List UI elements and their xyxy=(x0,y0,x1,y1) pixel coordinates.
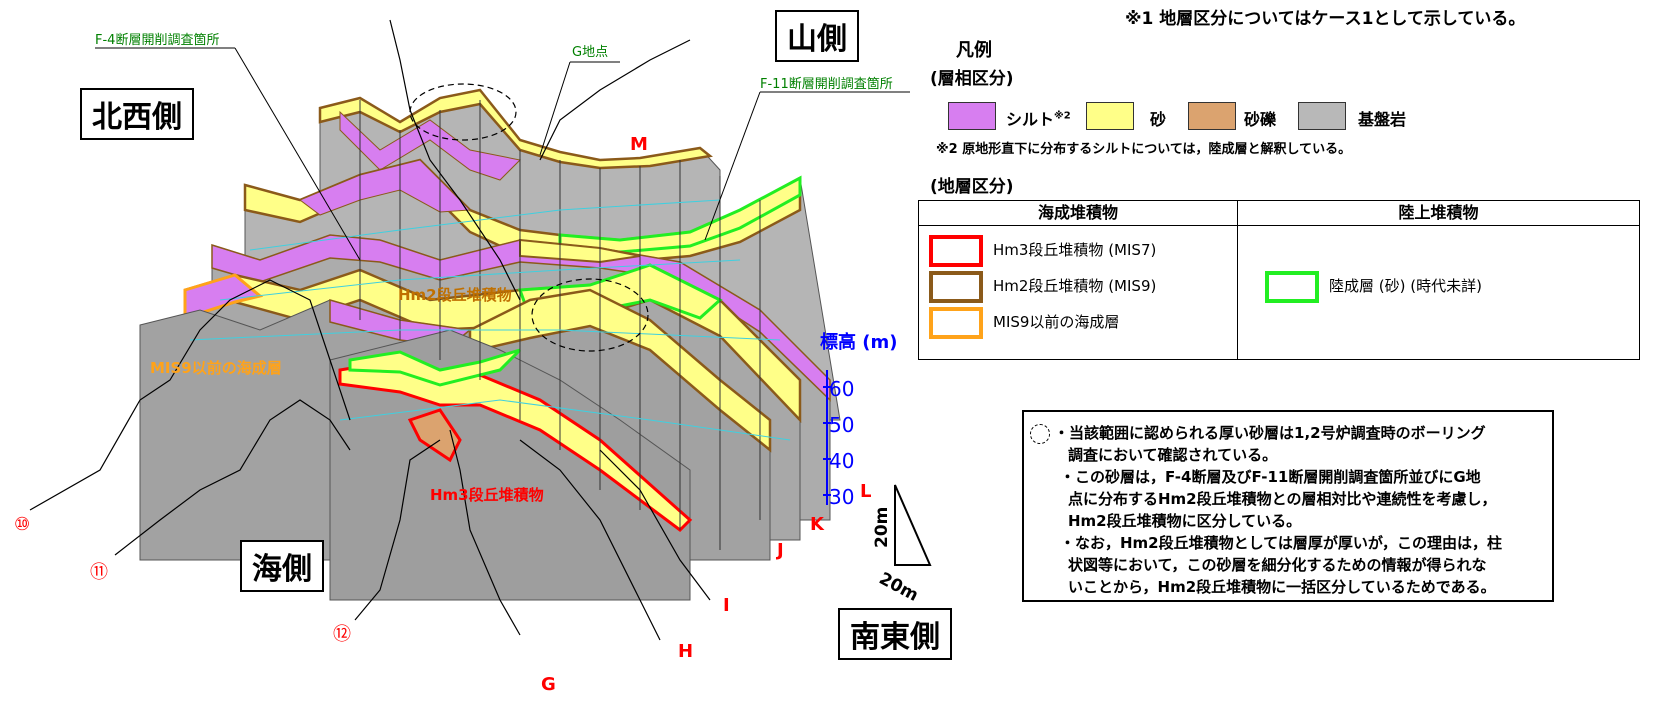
strat-table: 海成堆積物 陸上堆積物 Hm3段丘堆積物 (MIS7) Hm2段丘堆積物 (MI… xyxy=(918,200,1640,360)
note-line: Hm2段丘堆積物に区分している。 xyxy=(1068,512,1302,530)
direction-sea: 海側 xyxy=(240,540,324,592)
swatch-hm3 xyxy=(929,235,983,267)
elevation-tick-30: 30 xyxy=(829,485,854,509)
elevation-tick-40: 40 xyxy=(829,449,854,473)
direction-mountain: 山側 xyxy=(775,10,859,62)
section-label-m: M xyxy=(630,134,648,155)
direction-northwest: 北西側 xyxy=(80,88,194,140)
dashed-circle-icon xyxy=(1030,424,1050,444)
fence-posts xyxy=(359,100,761,550)
scale-triangle xyxy=(894,484,932,566)
callout-leaders xyxy=(95,47,910,261)
table-header-land: 陸上堆積物 xyxy=(1238,201,1639,226)
swatch-silt xyxy=(948,102,996,130)
note-line: ・この砂層は，F-4断層及びF-11断層開削調査箇所並びにG地 xyxy=(1060,468,1481,486)
swatch-hm2 xyxy=(929,271,983,303)
elevation-title: 標高 (m) xyxy=(820,331,897,353)
thick-sand-ellipse-south xyxy=(531,278,649,352)
label-hm2: Hm2段丘堆積物 xyxy=(398,286,512,304)
swatch-mis9 xyxy=(929,307,983,339)
legend-terrestrial: 陸成層 (砂) (時代未詳) xyxy=(1329,277,1482,295)
elevation-guides xyxy=(189,199,791,441)
legend-strat-title: (地層区分) xyxy=(930,177,1014,197)
legend-gravel: 砂礫 xyxy=(1244,110,1277,129)
swatch-terrestrial xyxy=(1265,271,1319,303)
legend-mis9: MIS9以前の海成層 xyxy=(993,313,1120,331)
section-label-h: H xyxy=(678,641,693,662)
swatch-bedrock xyxy=(1298,102,1346,130)
note-line: 調査において確認されている。 xyxy=(1068,446,1278,464)
table-header-marine: 海成堆積物 xyxy=(919,201,1237,226)
note-line: 点に分布するHm2段丘堆積物との層相対比や連続性を考慮し， xyxy=(1068,490,1497,508)
direction-southeast: 南東側 xyxy=(838,608,952,660)
legend-note2: ※2 原地形直下に分布するシルトについては，陸成層と解釈している。 xyxy=(936,142,1352,157)
callout-f4: F-4断層開削調査箇所 xyxy=(95,32,219,48)
terrain-profiles xyxy=(29,19,711,641)
legend-facies-title: (層相区分) xyxy=(930,69,1014,89)
legend-silt: シルト※2 xyxy=(1006,110,1071,129)
legend-sand: 砂 xyxy=(1150,110,1167,129)
note-line: 状図等において，この砂層を細分化するための情報が得られな xyxy=(1068,556,1487,574)
section-label-11: ⑪ xyxy=(90,562,108,583)
fence-panel-h xyxy=(329,329,693,601)
label-hm3: Hm3段丘堆積物 xyxy=(430,486,544,504)
legend-title: 凡例 xyxy=(956,40,992,61)
swatch-sand xyxy=(1086,102,1134,130)
label-mis9: MIS9以前の海成層 xyxy=(150,359,282,377)
scale-horizontal: 20m xyxy=(876,569,922,606)
callout-g: G地点 xyxy=(572,45,608,60)
legend-hm3: Hm3段丘堆積物 (MIS7) xyxy=(993,241,1157,259)
note-line: いことから，Hm2段丘堆積物に一括区分しているためである。 xyxy=(1068,578,1496,596)
section-label-12: ⑫ xyxy=(333,624,351,645)
elevation-scale-bar xyxy=(823,370,831,505)
scale-vertical: 20m xyxy=(872,507,892,548)
notes-box: ・当該範囲に認められる厚い砂層は1,2号炉調査時のボーリング 調査において確認さ… xyxy=(1022,410,1554,602)
elevation-tick-50: 50 xyxy=(829,413,854,437)
callout-f11: F-11断層開削調査箇所 xyxy=(760,76,893,92)
note-case1: ※1 地層区分についてはケース1として示している。 xyxy=(1125,9,1526,29)
swatch-gravel xyxy=(1188,102,1236,130)
section-label-j: J xyxy=(775,540,784,561)
legend-bedrock: 基盤岩 xyxy=(1358,110,1407,129)
legend-hm2: Hm2段丘堆積物 (MIS9) xyxy=(993,277,1157,295)
section-label-l: L xyxy=(860,481,871,502)
section-label-k: K xyxy=(810,514,825,535)
section-label-i: I xyxy=(723,595,730,616)
section-label-g: G xyxy=(541,674,556,695)
elevation-tick-60: 60 xyxy=(829,377,854,401)
section-label-10: ⑩ xyxy=(14,514,30,535)
note-line: ・なお，Hm2段丘堆積物としては層厚が厚いが，この理由は，柱 xyxy=(1060,534,1502,552)
note-line: ・当該範囲に認められる厚い砂層は1,2号炉調査時のボーリング xyxy=(1054,424,1486,442)
thick-sand-ellipse-north xyxy=(409,83,517,141)
